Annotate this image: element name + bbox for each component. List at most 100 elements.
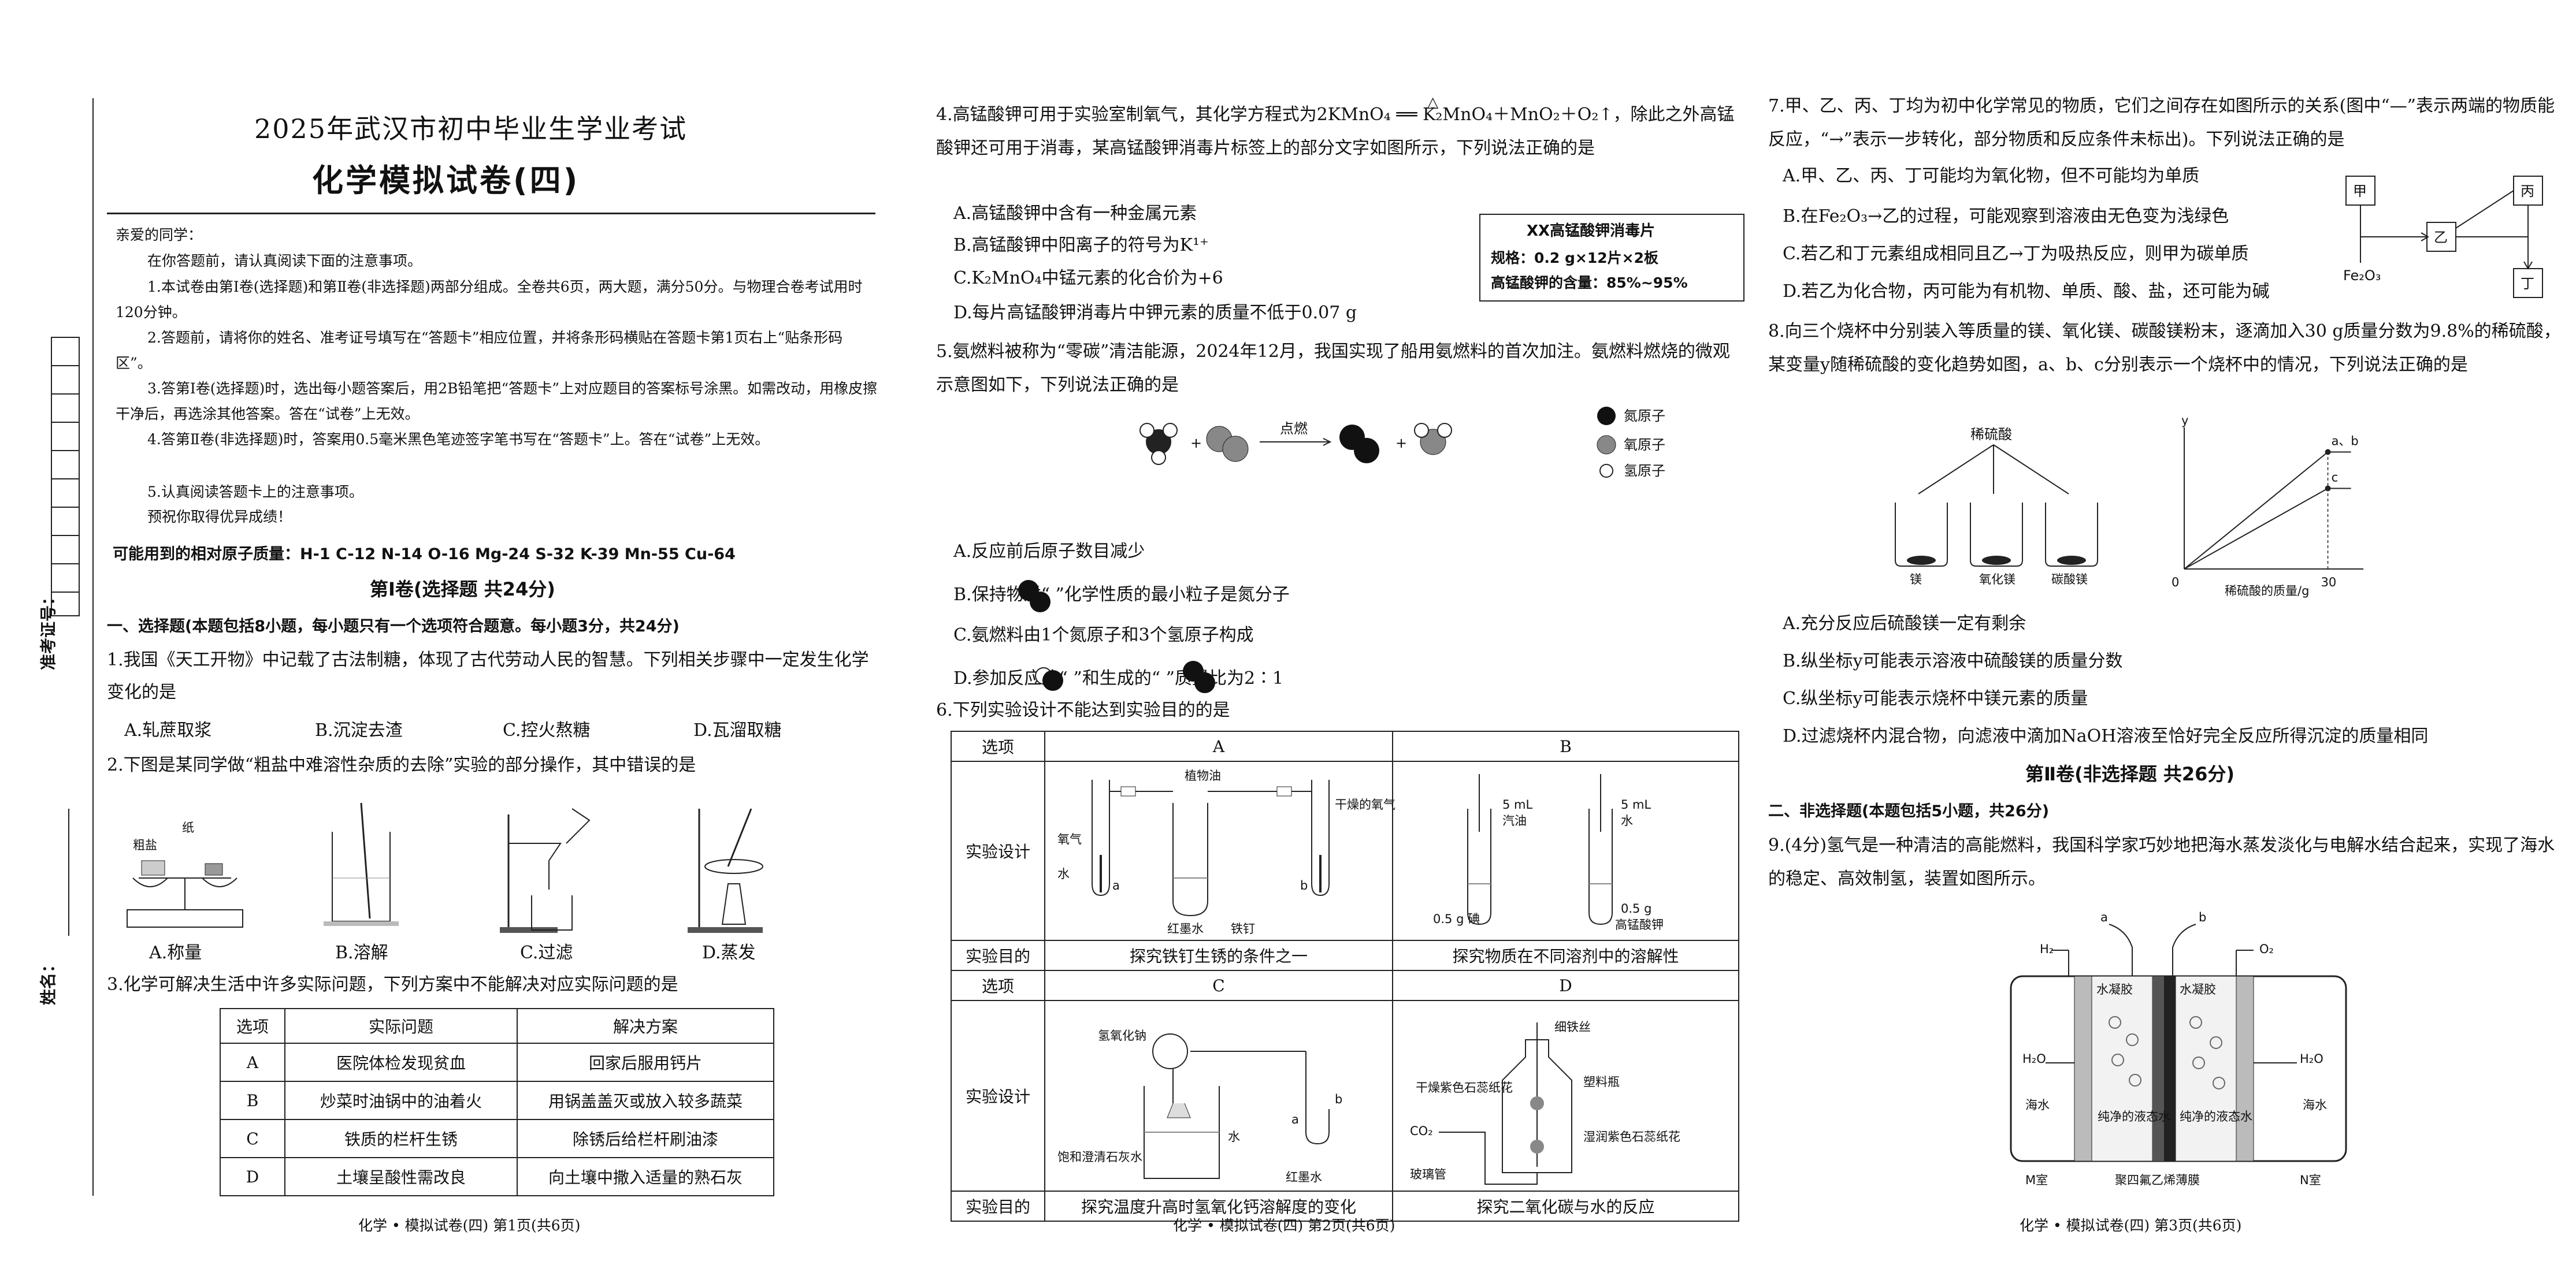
q6a-red-ink: 红墨水 <box>1167 922 1204 936</box>
q6-row-design-2: 实验设计 <box>951 1000 1045 1192</box>
q4-label-content: 高锰酸钾的含量：85%~95% <box>1491 274 1688 291</box>
q6c-limewater: 饱和澄清石灰水 <box>1057 1150 1142 1164</box>
q6c-water: 水 <box>1228 1130 1240 1144</box>
q5-legend-o: 氧原子 <box>1624 437 1665 453</box>
svg-text:+: + <box>1190 435 1202 451</box>
intro: 在你答题前，请认真阅读下面的注意事项。 <box>147 252 422 269</box>
q9-h2: H₂ <box>2040 942 2054 956</box>
q1-opt-d[interactable]: D.瓦溜取糖 <box>693 720 782 741</box>
q2-opt-c[interactable]: C.过滤 <box>520 943 573 963</box>
q7-relation-diagram: 甲 丙 乙 丁 Fe₂O₃ <box>2343 176 2543 298</box>
section-2: 二、非选择题(本题包括5小题，共26分) <box>1768 802 2050 820</box>
exam-number-boxes[interactable] <box>51 337 80 616</box>
q6a-water: 水 <box>1057 867 1070 881</box>
q6a-oil: 植物油 <box>1185 769 1221 783</box>
x-tick-label: 0 <box>2172 575 2179 589</box>
q7-opt-c[interactable]: C.若乙和丁元素组成相同且乙→丁为吸热反应，则甲为碳单质 <box>1783 244 2249 264</box>
series-line <box>2184 451 2329 570</box>
q6d-bottle: 塑料瓶 <box>1583 1075 1620 1089</box>
q9-seawater-right: 海水 <box>2303 1098 2327 1112</box>
q6a-a: a <box>1112 879 1120 892</box>
q2-dissolve-figure <box>324 802 399 926</box>
q6-row-purpose: 实验目的 <box>951 940 1045 971</box>
note-1: 1.本试卷由第Ⅰ卷(选择题)和第Ⅱ卷(非选择题)两部分组成。全卷共6页，两大题，… <box>116 278 863 321</box>
q5-legend-h: 氢原子 <box>1624 463 1665 479</box>
q7-opt-d[interactable]: D.若乙为化合物，丙可能为有机物、单质、酸、盐，还可能为碱 <box>1783 281 2270 302</box>
q3-cell: D <box>220 1157 285 1196</box>
name-line <box>68 809 69 936</box>
q2-evaporate-figure <box>688 808 763 933</box>
q6-purpose-c: 探究温度升高时氢氧化钙溶解度的变化 <box>1044 1191 1393 1222</box>
q4-opt-c[interactable]: C.K₂MnO₄中锰元素的化合价为+6 <box>953 268 1223 288</box>
q6a-nail: 铁钉 <box>1231 922 1255 936</box>
note-4: 4.答第Ⅱ卷(非选择题)时，答案用0.5毫米黑色笔迹签字笔书写在“答题卡”上。答… <box>147 431 770 448</box>
q2-opt-b[interactable]: B.溶解 <box>335 943 388 963</box>
q2-opt-d[interactable]: D.蒸发 <box>702 943 756 963</box>
page-3: 7.甲、乙、丙、丁均为初中化学常见的物质，它们之间存在如图所示的关系(图中“—”… <box>1762 0 2571 1287</box>
q3-cell: 炒菜时油锅中的油着火 <box>284 1081 518 1120</box>
q9-b: b <box>2199 910 2206 924</box>
q9-membrane: 聚四氟乙烯薄膜 <box>2115 1173 2200 1187</box>
q4-label-title: XX高锰酸钾消毒片 <box>1527 222 1656 240</box>
q5-reaction-figure: + 点燃 + <box>1139 421 1452 465</box>
q7-opt-a[interactable]: A.甲、乙、丙、丁可能均为氧化物，但不可能均为单质 <box>1783 166 2200 186</box>
exam-number-label: 准考证号： <box>39 589 58 670</box>
q9-h2o-left: H₂O <box>2022 1052 2046 1066</box>
q6-row-purpose-2: 实验目的 <box>951 1191 1045 1222</box>
q6-th-b: B <box>1392 731 1739 762</box>
q9-stem: 9.(4分)氢气是一种清洁的高能燃料，我国科学家巧妙地把海水蒸发淡化与电解水结合… <box>1768 835 2555 889</box>
q3-cell: C <box>220 1119 285 1158</box>
q6d-co2: CO₂ <box>1410 1124 1433 1138</box>
q3-th-option: 选项 <box>220 1008 285 1044</box>
q3-cell: 土壤呈酸性需改良 <box>284 1157 518 1196</box>
x-axis-label: 稀硫酸的质量/g <box>2225 584 2309 598</box>
q9-o2: O₂ <box>2259 942 2274 956</box>
q5-opt-b[interactable]: B.保持物质“ ”化学性质的最小粒子是氮分子 <box>953 585 1290 605</box>
q8-opt-b[interactable]: B.纵坐标y可能表示溶液中硫酸镁的质量分数 <box>1783 651 2123 671</box>
q2-label-paper: 纸 <box>182 821 194 835</box>
q8-opt-c[interactable]: C.纵坐标y可能表示烧杯中镁元素的质量 <box>1783 689 2088 709</box>
q1-stem: 1.我国《天工开物》中记载了古法制糖，体现了古代劳动人民的智慧。下列相关步骤中一… <box>107 650 869 702</box>
q5-molecule-icons <box>1018 580 1215 693</box>
q5-opt-c[interactable]: C.氨燃料由1个氮原子和3个氢原子构成 <box>953 625 1254 645</box>
q4-opt-a[interactable]: A.高锰酸钾中含有一种金属元素 <box>953 203 1197 224</box>
q9-n-room: N室 <box>2300 1173 2321 1187</box>
q2-opt-a[interactable]: A.称量 <box>149 943 202 963</box>
q9-gel-left: 水凝胶 <box>2096 983 2133 996</box>
q8-opt-d[interactable]: D.过滤烧杯内混合物，向滤液中滴加NaOH溶液至恰好完全反应所得沉淀的质量相同 <box>1783 726 2429 746</box>
page-2: 4.高锰酸钾可用于实验室制氧气，其化学方程式为2KMnO₄ ══ K₂MnO₄＋… <box>925 0 1751 1287</box>
q1-opt-a[interactable]: A.轧蔗取浆 <box>124 720 212 741</box>
q7-node-yi: 乙 <box>2434 229 2448 246</box>
q6-purpose-d: 探究二氧化碳与水的反应 <box>1392 1191 1739 1222</box>
name-label: 姓名： <box>39 956 58 1005</box>
q5-opt-a[interactable]: A.反应前后原子数目减少 <box>953 541 1145 561</box>
x-tick-label: 30 <box>2321 575 2337 589</box>
q9-pure-right: 纯净的液态水 <box>2180 1110 2252 1124</box>
q7-node-bing: 丙 <box>2521 183 2534 199</box>
section-1: 一、选择题(本题包括8小题，每小题只有一个选项符合题意。每小题3分，共24分) <box>107 618 680 635</box>
q1-opt-c[interactable]: C.控火熬糖 <box>503 720 591 741</box>
page-2-footer: 化学 • 模拟试卷(四) 第2页(共6页) <box>1173 1217 1395 1234</box>
q2-stem: 2.下图是某同学做“粗盐中难溶性杂质的去除”实验的部分操作，其中错误的是 <box>107 755 696 775</box>
q7-opt-b[interactable]: B.在Fe₂O₃→乙的过程，可能观察到溶液由无色变为浅绿色 <box>1783 206 2229 226</box>
page-1-footer: 化学 • 模拟试卷(四) 第1页(共6页) <box>358 1217 581 1234</box>
q9-device-figure: a b H₂ O₂ 水凝胶 水凝胶 H₂O H₂O 海水 海水 纯净的液态水 纯… <box>2010 910 2347 1187</box>
q4-opt-b[interactable]: B.高锰酸钾中阳离子的符号为K¹⁺ <box>953 235 1209 255</box>
q4-opt-d[interactable]: D.每片高锰酸钾消毒片中钾元素的质量不低于0.07 g <box>953 303 1357 323</box>
q7-node-fe2o3: Fe₂O₃ <box>2343 267 2381 284</box>
q6-th-d: D <box>1392 970 1739 1001</box>
page-1: 准考证号： 姓名： 2025年武汉市初中毕业生学业考试 化学模拟试卷(四) 亲爱… <box>0 0 884 1287</box>
q5-legend: 氮原子 氧原子 氢原子 <box>1597 407 1665 479</box>
q1-opt-b[interactable]: B.沉淀去渣 <box>315 720 403 741</box>
q6-b-figure: 5 mL 汽油 5 mL 水 0.5 g 碘 0.5 g 高锰酸钾 <box>1433 774 1664 932</box>
q5-opt-d[interactable]: D.参加反应的“ ”和生成的“ ”质量比为2∶1 <box>953 668 1284 689</box>
q4-label-box: XX高锰酸钾消毒片 规格：0.2 g×12片×2板 高锰酸钾的含量：85%~95… <box>1479 214 1744 302</box>
q2-filter-figure <box>500 808 591 933</box>
svg-text:+: + <box>1395 435 1407 451</box>
q6b-gasoline: 汽油 <box>1502 814 1527 828</box>
q5-stem: 5.氨燃料被称为“零碳”清洁能源，2024年12月，我国实现了船用氨燃料的首次加… <box>936 341 1730 395</box>
paper-title: 化学模拟试卷(四) <box>312 162 580 199</box>
q8-opt-a[interactable]: A.充分反应后硫酸镁一定有剩余 <box>1783 613 2026 634</box>
q8-beaker-mgco3: 碳酸镁 <box>2051 572 2088 586</box>
q6b-kmno4: 高锰酸钾 <box>1615 918 1664 932</box>
